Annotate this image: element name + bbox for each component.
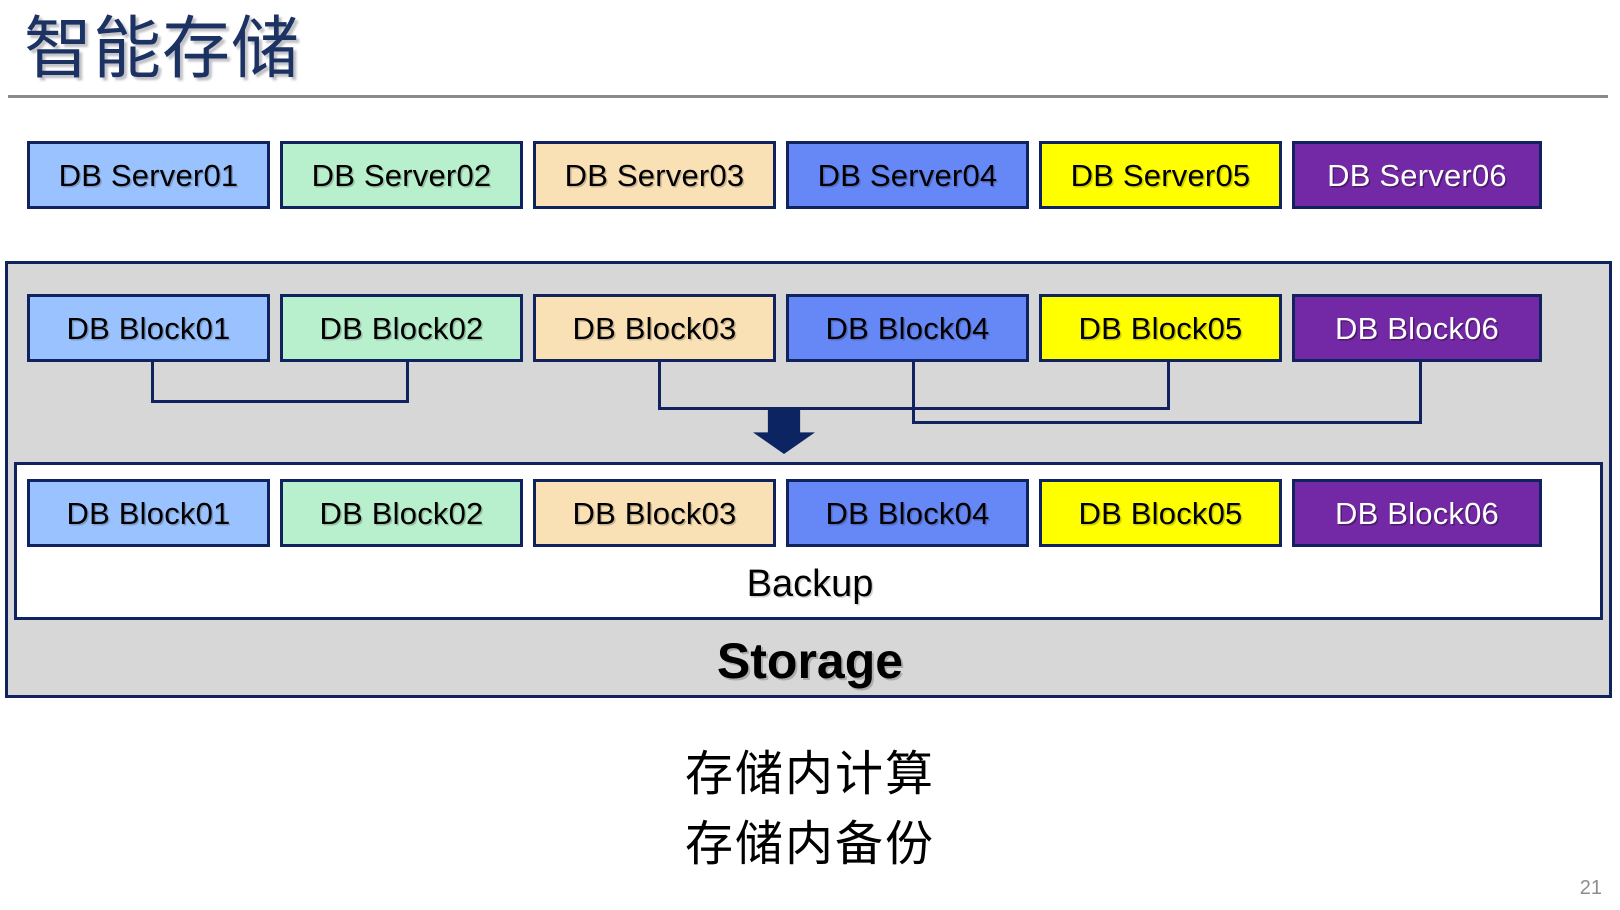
db-server-box-4[interactable]: DB Server04 (786, 141, 1029, 209)
connector-line-block4-vertical (912, 362, 915, 424)
connector-line-block3-vertical (658, 362, 661, 410)
caption-in-storage-backup: 存储内备份 (684, 818, 935, 871)
connector-line-block6-vertical (1419, 362, 1422, 424)
db-block-primary-5[interactable]: DB Block05 (1039, 294, 1282, 362)
connector-rail-block1-block2 (151, 400, 409, 403)
db-block-backup-3[interactable]: DB Block03 (533, 479, 776, 547)
caption-in-storage-compute: 存储内计算 (684, 748, 935, 801)
db-block-backup-1[interactable]: DB Block01 (27, 479, 270, 547)
db-block-backup-5[interactable]: DB Block05 (1039, 479, 1282, 547)
connector-line-block5-vertical (1167, 362, 1170, 410)
db-server-box-6[interactable]: DB Server06 (1292, 141, 1542, 209)
db-server-box-5[interactable]: DB Server05 (1039, 141, 1282, 209)
db-block-backup-2[interactable]: DB Block02 (280, 479, 523, 547)
connector-line-block2-vertical (406, 362, 409, 403)
db-server-box-3[interactable]: DB Server03 (533, 141, 776, 209)
page-title: 智能存储 (24, 11, 301, 87)
connector-line-block1-vertical (151, 362, 154, 403)
page-number: 21 (1579, 877, 1602, 899)
connector-rail-block4-block6 (912, 421, 1422, 424)
db-server-box-2[interactable]: DB Server02 (280, 141, 523, 209)
backup-label: Backup (746, 563, 874, 605)
db-block-primary-6[interactable]: DB Block06 (1292, 294, 1542, 362)
storage-label: Storage (716, 633, 904, 689)
db-server-box-1[interactable]: DB Server01 (27, 141, 270, 209)
db-block-primary-3[interactable]: DB Block03 (533, 294, 776, 362)
db-block-primary-4[interactable]: DB Block04 (786, 294, 1029, 362)
title-divider (8, 95, 1608, 98)
db-block-primary-1[interactable]: DB Block01 (27, 294, 270, 362)
db-block-backup-4[interactable]: DB Block04 (786, 479, 1029, 547)
db-block-primary-2[interactable]: DB Block02 (280, 294, 523, 362)
db-block-backup-6[interactable]: DB Block06 (1292, 479, 1542, 547)
